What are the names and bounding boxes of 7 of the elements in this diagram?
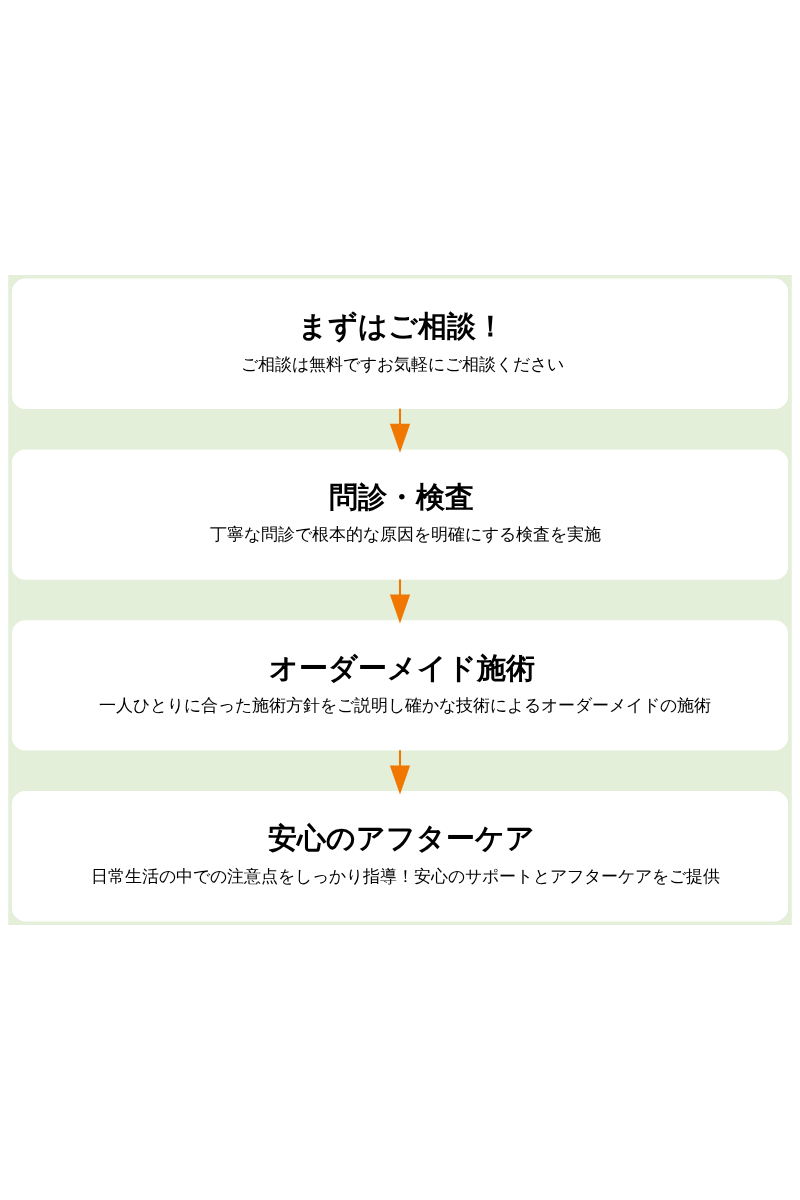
node-box: 安心のアフターケア 日常生活の中での注意点をしっかり指導！安心のサポートとアフターケアをご提供 [11,790,789,922]
arrow [389,750,411,795]
node-box: オーダーメイド施術 一人ひとりに合った施術方針をご説明し確かな技術によるオーダーメイドの施術 [11,620,789,751]
arrow [389,408,411,453]
node-box: 問診・検査 丁寧な問診で根本的な原因を明確にする検査を実施 [11,449,789,580]
arrow [389,579,411,624]
node-box: まずはご相談！ ご相談は無料ですお気軽にご相談ください [11,278,789,410]
